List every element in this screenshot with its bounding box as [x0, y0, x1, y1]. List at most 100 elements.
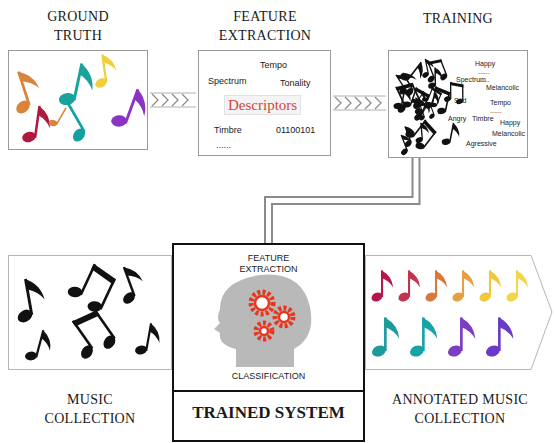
mood-word: Angry	[448, 115, 466, 123]
connector	[150, 93, 196, 107]
note-flag	[102, 53, 116, 72]
note-flag	[425, 58, 434, 69]
note-head	[415, 141, 425, 150]
ellipsis: ......	[490, 107, 502, 115]
stage-box: MUSIC COLLECTION	[8, 255, 172, 437]
note-beam	[89, 264, 118, 285]
stage-box: TRAININGHappy......SpectrumMelancolic...…	[388, 6, 528, 160]
note-head	[70, 126, 87, 144]
gear	[279, 312, 289, 322]
music-note	[61, 306, 121, 367]
collection-label: MUSIC COLLECTION	[35, 391, 145, 429]
note-flag	[490, 270, 501, 287]
system-title: TRAINED SYSTEM	[172, 403, 365, 423]
note-flag	[423, 317, 437, 339]
stage-box: ANNOTATED MUSIC COLLECTION	[365, 255, 553, 437]
music-note	[400, 85, 431, 118]
mood-word: Agressive	[466, 140, 497, 148]
music-note	[111, 263, 149, 308]
music-note	[451, 270, 474, 303]
music-note	[22, 327, 54, 366]
note-flag	[18, 67, 39, 93]
music-note	[484, 317, 513, 358]
notes-illustration	[9, 51, 147, 149]
gear	[275, 308, 293, 326]
music-note	[90, 53, 119, 90]
band-outline	[366, 256, 553, 370]
note-head	[111, 115, 127, 127]
note-flag	[385, 317, 399, 339]
connector	[333, 96, 386, 110]
stage-box: GROUND TRUTH	[8, 6, 148, 152]
music-note	[20, 104, 53, 147]
box-frame	[8, 255, 172, 370]
chevron	[335, 97, 341, 109]
note-flag	[403, 69, 417, 84]
mood-word: Happy	[500, 119, 520, 127]
music-note	[418, 58, 435, 80]
note-flag	[435, 67, 443, 79]
note-flag	[461, 317, 475, 339]
music-note	[421, 57, 450, 87]
band-line	[333, 110, 386, 111]
music-note	[427, 67, 443, 89]
process-label: FEATURE EXTRACTION	[230, 253, 307, 275]
note-head	[101, 333, 118, 351]
chevron	[345, 97, 351, 109]
gear	[251, 292, 273, 314]
note-flag	[124, 263, 143, 286]
title-divider	[174, 390, 363, 392]
box-heading: TRAINING	[408, 10, 508, 29]
binary-code: 01100101	[276, 125, 315, 136]
note-head	[87, 301, 102, 312]
box-frame	[365, 255, 553, 370]
band-line	[333, 96, 386, 97]
system-box: FEATURE EXTRACTION CLASSIFICATION TRAINED …	[172, 243, 365, 442]
process-label: CLASSIFICATION	[172, 371, 365, 382]
note-flag	[76, 63, 97, 90]
music-note	[62, 258, 119, 317]
music-note	[401, 114, 439, 153]
chevron	[375, 97, 381, 109]
connector	[269, 158, 417, 243]
feature-word: Timbre	[214, 125, 242, 136]
music-note	[505, 270, 528, 303]
mood-word: Happy	[475, 60, 495, 68]
note-head	[415, 108, 424, 115]
note-beam	[434, 86, 451, 96]
mood-word: Melancolic	[492, 130, 525, 138]
chevron	[162, 94, 168, 106]
note-flag	[130, 89, 147, 116]
note-flag	[382, 270, 393, 287]
note-beam	[72, 306, 100, 330]
mood-word: Melancolic	[486, 84, 519, 92]
note-stem	[56, 107, 67, 125]
note-flag	[409, 270, 420, 287]
music-note	[55, 102, 91, 146]
ellipsis: ......	[478, 68, 490, 76]
music-note	[56, 60, 98, 112]
note-head	[400, 147, 409, 156]
note-stem	[67, 102, 86, 132]
music-note	[46, 104, 67, 130]
music-note	[395, 69, 422, 99]
collection-label: ANNOTATED MUSIC COLLECTION	[385, 391, 535, 429]
note-head	[68, 286, 83, 297]
annotated-band	[365, 255, 553, 370]
box-frame	[8, 50, 148, 150]
note-head	[121, 290, 137, 306]
note-head	[404, 139, 413, 148]
feature-word: Timbre	[472, 115, 494, 123]
music-note	[440, 121, 462, 148]
band-line	[150, 93, 196, 94]
chevron	[172, 94, 178, 106]
music-note	[408, 317, 437, 358]
head-silhouette	[214, 275, 311, 367]
chevron	[365, 97, 371, 109]
descriptor-label: Descriptors	[224, 95, 301, 115]
feature-word: Tempo	[490, 99, 511, 107]
note-flag	[499, 317, 513, 339]
note-head	[405, 130, 415, 139]
note-beam	[414, 87, 431, 98]
music-note	[446, 317, 475, 358]
